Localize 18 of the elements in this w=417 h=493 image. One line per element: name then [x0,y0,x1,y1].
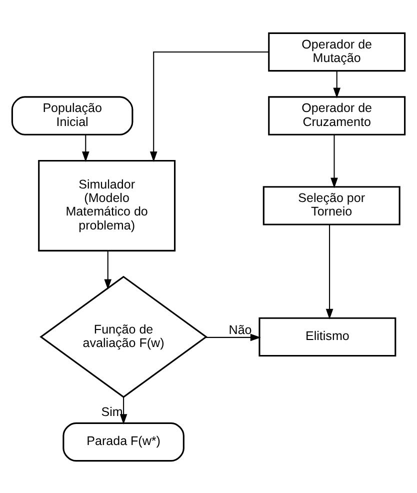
node-box: Parada F(w*) [62,422,184,462]
node-box: Seleção por Torneio [262,186,400,225]
node-box: Simulador (Modelo Matemático do problema) [38,159,176,251]
node-diamond: Função de avaliação F(w) [40,275,208,398]
edge-label: Não [228,322,252,336]
arrow [150,50,269,162]
node-box: Elitismo [258,316,396,356]
node-box: População Inicial [11,96,134,135]
arrow [333,70,340,98]
arrow [104,250,112,290]
arrow [82,134,90,162]
arrow [330,134,338,188]
node-box: Operador de Mutação [268,32,406,72]
arrow [206,333,261,341]
edge-label: Sim [101,404,123,418]
node-box: Operador de Cruzamento [268,96,406,135]
arrow [326,224,334,319]
arrow [120,396,128,424]
